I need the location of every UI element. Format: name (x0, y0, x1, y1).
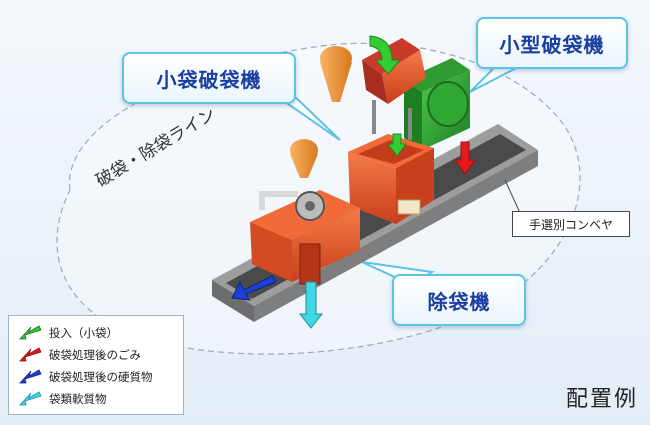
legend-label: 破袋処理後の硬質物 (49, 370, 153, 384)
legend-label: 投入（小袋） (49, 326, 118, 340)
conveyor-pointer (504, 179, 521, 214)
legend-item-hard: 破袋処理後の硬質物 (17, 366, 175, 388)
blue-arrow-icon (19, 369, 42, 384)
red-arrow-icon (19, 347, 42, 362)
green-arrow-icon (19, 325, 42, 340)
legend: 投入（小袋） 破袋処理後のごみ 破袋処理後の硬質物 袋類軟質物 (8, 315, 184, 415)
legend-label: 袋類軟質物 (49, 392, 107, 406)
callout-bag-remover-text: 除袋機 (427, 289, 491, 314)
small-crusher-machine (362, 38, 470, 150)
callout-small-crusher: 小型破袋機 (476, 17, 628, 69)
callout-small-bag-crusher-text: 小袋破袋機 (156, 67, 262, 92)
hopper-lower (290, 139, 318, 178)
callout-bag-remover: 除袋機 (392, 274, 526, 326)
input-arrow-middle (387, 133, 407, 157)
hard-material-arrow (231, 275, 277, 301)
hopper-upper (320, 46, 352, 102)
waste-arrow (454, 141, 476, 175)
input-arrow-top (369, 35, 402, 75)
legend-item-waste: 破袋処理後のごみ (17, 344, 175, 366)
soft-material-arrow (298, 281, 324, 329)
legend-label: 破袋処理後のごみ (49, 348, 141, 362)
caption: 配置例 (565, 387, 638, 412)
legend-item-soft: 袋類軟質物 (17, 388, 175, 410)
conveyor-label: 手選別コンベヤ (512, 211, 630, 237)
small-bag-crusher-machine (348, 134, 434, 224)
bag-remover-machine (250, 190, 360, 285)
callout-small-crusher-text: 小型破袋機 (499, 32, 605, 57)
legend-item-input: 投入（小袋） (17, 322, 175, 344)
callout-small-bag-crusher: 小袋破袋機 (122, 52, 296, 104)
cyan-arrow-icon (19, 391, 42, 406)
